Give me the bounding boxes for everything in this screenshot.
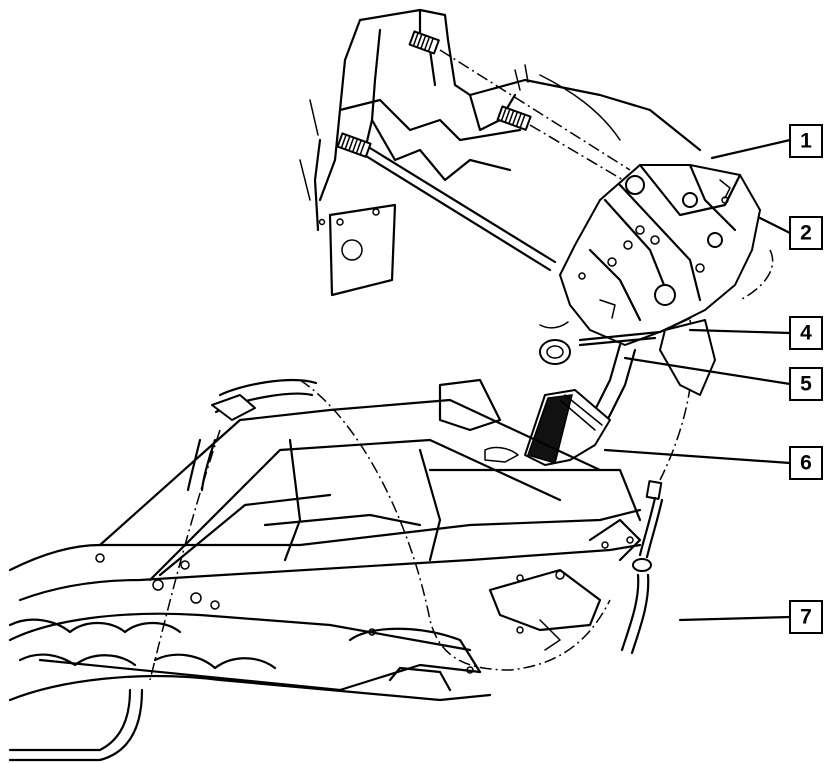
callout-label-5: 5 <box>800 373 812 396</box>
callout-label-2: 2 <box>800 222 812 245</box>
leader-line-6 <box>603 448 792 465</box>
callout-4: 4 <box>789 316 823 350</box>
mounting-studs <box>336 30 557 272</box>
release-rod <box>578 316 692 347</box>
callout-label-6: 6 <box>800 452 812 475</box>
callout-label-7: 7 <box>800 606 812 629</box>
pedal-pad <box>524 389 611 466</box>
leader-line-1 <box>710 138 792 160</box>
leader-line-4 <box>688 328 792 335</box>
firewall-panel <box>299 8 702 297</box>
parking-brake-assembly <box>559 163 761 346</box>
floor-pan <box>8 378 642 702</box>
parking-brake-cable <box>8 379 664 762</box>
grommet <box>539 321 571 365</box>
callout-1: 1 <box>789 124 823 158</box>
callout-6: 6 <box>789 446 823 480</box>
callout-label-1: 1 <box>800 130 812 153</box>
callout-7: 7 <box>789 600 823 634</box>
leader-line-2 <box>758 216 792 235</box>
leader-line-5 <box>623 356 792 386</box>
leader-lines <box>603 138 792 622</box>
callout-2: 2 <box>789 216 823 250</box>
callout-label-4: 4 <box>800 322 812 345</box>
callout-5: 5 <box>789 367 823 401</box>
leader-line-7 <box>678 615 792 622</box>
